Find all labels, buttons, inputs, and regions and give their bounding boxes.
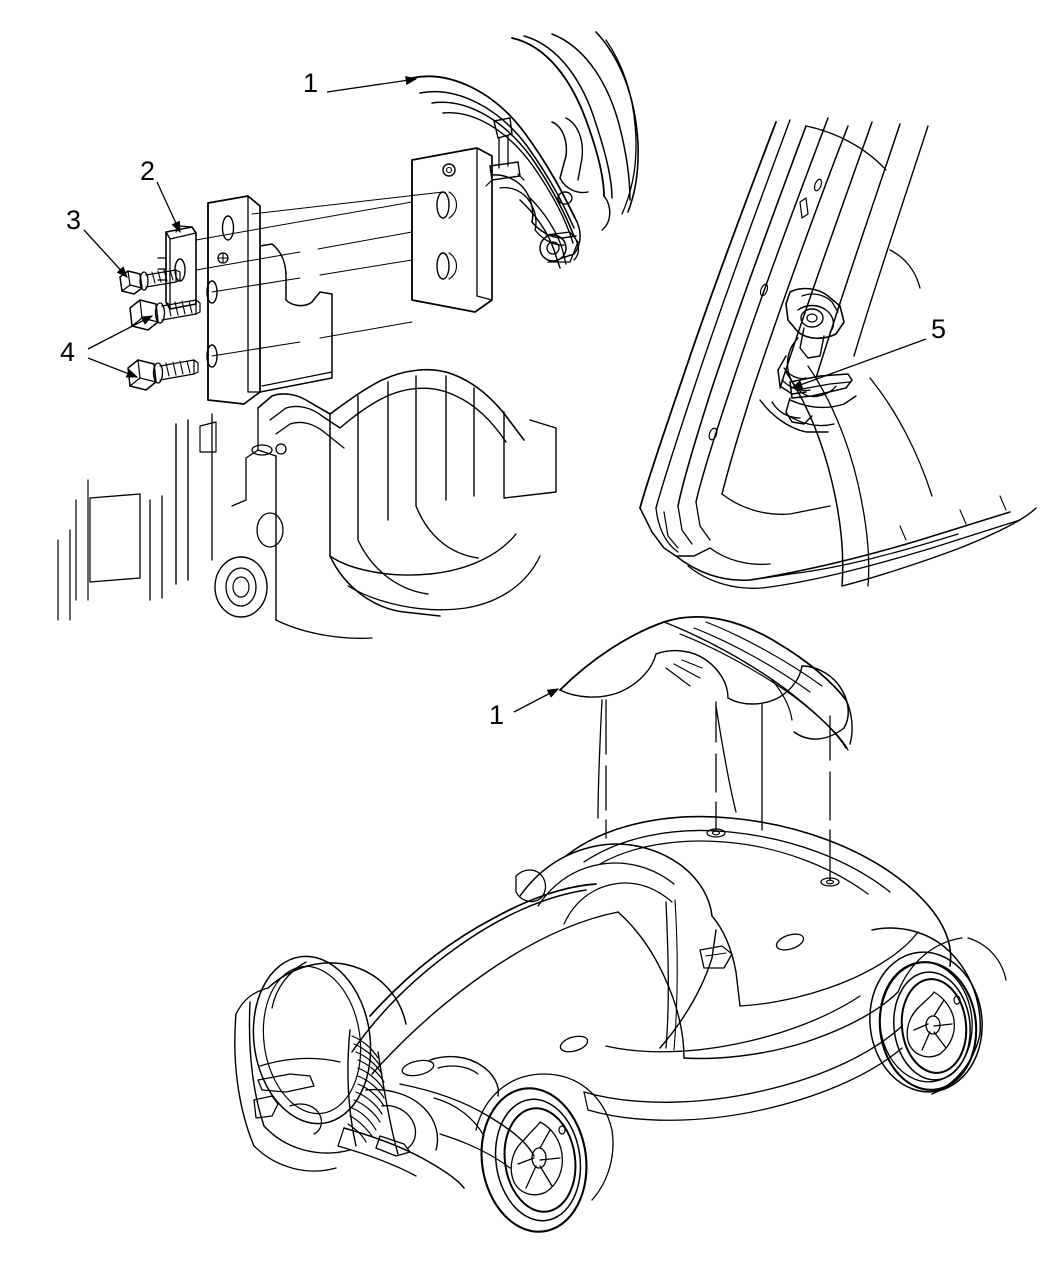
convertible-top-header-rail xyxy=(411,31,639,261)
striker-plate xyxy=(157,225,197,310)
callout-number-4: 4 xyxy=(60,337,76,367)
top-latch-hook-assembly xyxy=(485,117,589,269)
vehicle-body xyxy=(234,815,1007,1189)
front-wheel xyxy=(475,1073,614,1233)
windshield-lower-corner xyxy=(639,493,1021,589)
rear-wheel xyxy=(878,961,978,1091)
attaching-bolt-upper xyxy=(119,269,181,295)
body-inner-structure xyxy=(57,368,557,639)
callout-number-5: 5 xyxy=(931,314,947,344)
callout-number-1-top: 1 xyxy=(303,68,319,98)
callout-number-2: 2 xyxy=(140,156,156,186)
callout-number-3: 3 xyxy=(66,205,82,235)
cover-alignment-lines xyxy=(605,699,831,881)
tonneau-hard-cover xyxy=(559,616,853,819)
latch-mounting-bracket-right xyxy=(411,147,493,313)
callout-leaders xyxy=(83,76,927,713)
callout-number-1-bottom: 1 xyxy=(489,700,505,730)
quarter-panel-contour xyxy=(785,365,1037,587)
attaching-bolt-lower xyxy=(127,359,199,391)
attaching-bolt-middle xyxy=(129,299,201,331)
windshield-frame-detail xyxy=(639,117,929,509)
assembly-alignment-lines xyxy=(195,191,444,357)
